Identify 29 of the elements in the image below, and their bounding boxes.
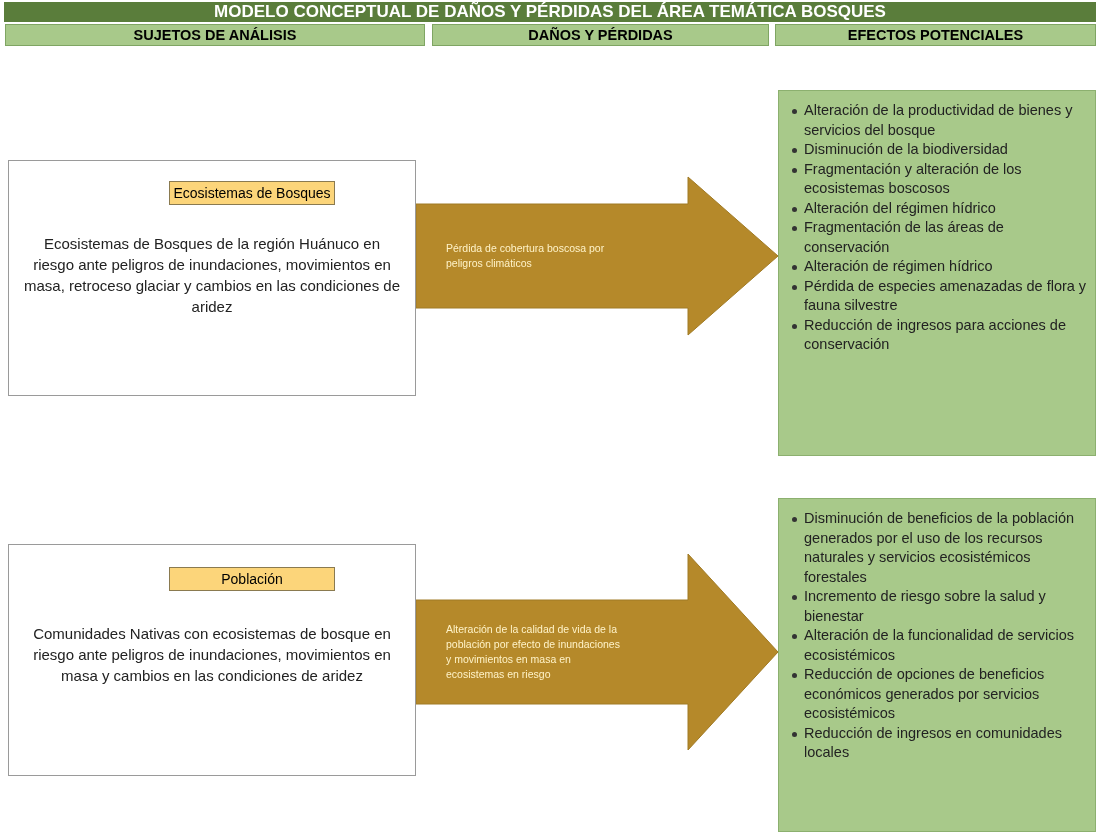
title-band: MODELO CONCEPTUAL DE DAÑOS Y PÉRDIDAS DEL ÁREA TEMÁTICA BOSQUES <box>4 2 1096 22</box>
column-header: SUJETOS DE ANÁLISIS <box>5 24 425 46</box>
effect-item: Reducción de opciones de beneficios económicos generados por servicios ecosistémicos <box>804 665 1046 723</box>
effect-item: Incremento de riesgo sobre la salud y bienestar <box>804 587 1047 626</box>
effect-item: Reducción de ingresos para acciones de conservación <box>804 315 1067 354</box>
subject-box <box>8 160 416 396</box>
effect-item: Disminución de beneficios de la población generados por el uso de los recursos naturales y servicios ecosistémicos forestales <box>804 509 1076 587</box>
effect-item: Pérdida de especies amenazadas de flora y fauna silvestre <box>804 276 1087 315</box>
effect-item: Fragmentación de las áreas de conservación <box>804 218 1005 257</box>
effect-item: Alteración de la productividad de bienes y servicios del bosque <box>804 101 1074 140</box>
description-text: Ecosistemas de Bosques de la región Huánuco en riesgo ante peligros de inundaciones, movimientos en masa, retroceso glaciar y cambios en las condiciones de aridez <box>23 234 401 317</box>
category-label: Ecosistemas de Bosques <box>169 181 335 205</box>
effects-box <box>778 498 1096 832</box>
effects-box <box>778 90 1096 456</box>
effect-item: Alteración del régimen hídrico <box>804 198 997 218</box>
category-label: Población <box>169 567 335 591</box>
effect-item: Reducción de ingresos en comunidades locales <box>804 723 1063 762</box>
description-text: Comunidades Nativas con ecosistemas de bosque en riesgo ante peligros de inundaciones, movimientos en masa y cambios en las condiciones de aridez <box>32 624 392 686</box>
edge-label: Pérdida de cobertura boscosa por peligros climáticos <box>446 241 606 271</box>
effect-item: Disminución de la biodiversidad <box>804 140 1009 159</box>
effect-item: Alteración de régimen hídrico <box>804 257 994 276</box>
edge-label: Alteración de la calidad de vida de la población por efecto de inundaciones y movimientos en masa en ecosistemas en riesgo <box>446 622 621 682</box>
subject-box <box>8 544 416 776</box>
effect-item: Alteración de la funcionalidad de servicios ecosistémicos <box>804 626 1076 665</box>
block-arrow <box>415 553 779 751</box>
block-arrow <box>415 176 779 336</box>
column-header: EFECTOS POTENCIALES <box>775 24 1096 46</box>
effect-item: Fragmentación y alteración de los ecosistemas boscosos <box>804 159 1023 198</box>
column-header: DAÑOS Y PÉRDIDAS <box>432 24 769 46</box>
